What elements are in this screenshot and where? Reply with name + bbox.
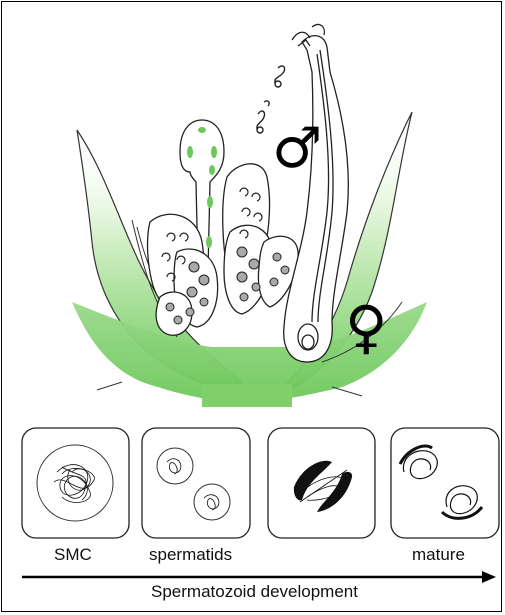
female-symbol: ♀ <box>345 293 387 361</box>
stage-panel-elongating <box>268 428 375 538</box>
stage-label-smc: SMC <box>54 545 92 565</box>
stage-panel-spermatids <box>142 428 250 538</box>
axis-label: Spermatozoid development <box>2 582 502 602</box>
stage-panel-smc <box>22 428 129 538</box>
male-symbol: ♂ <box>272 116 322 181</box>
stage-panel-mature <box>391 428 499 538</box>
stage-label-spermatids: spermatids <box>149 545 232 565</box>
stage-label-mature: mature <box>412 545 465 565</box>
